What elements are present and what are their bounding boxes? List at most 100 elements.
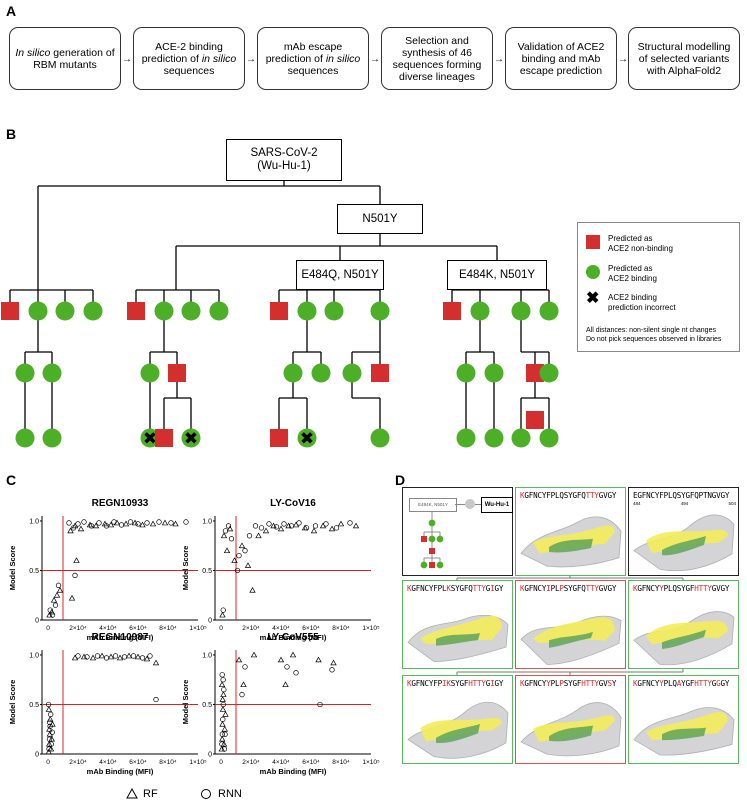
node-binding [297, 301, 317, 321]
rf-point [238, 542, 246, 549]
rf-point [337, 520, 345, 527]
rf-point [315, 656, 322, 663]
rf-point [262, 527, 270, 534]
rf-point [235, 656, 243, 663]
cross-icon: ✖ [143, 429, 157, 449]
y-tick-label: 0.5 [202, 568, 212, 575]
rf-point [48, 735, 55, 742]
rnn-point [47, 607, 53, 613]
node-binding [140, 363, 160, 383]
chart-title: REGN10933 [91, 498, 149, 509]
node-binding [456, 428, 476, 448]
rf-point [139, 521, 146, 528]
node-nonbinding [526, 364, 544, 382]
protein-structure-image [407, 701, 509, 759]
rf-point [77, 525, 85, 532]
rnn-point [288, 523, 295, 529]
node-binding [283, 363, 303, 383]
rf-point [67, 527, 74, 534]
legend-green-circle [586, 265, 600, 279]
rnn-point [329, 667, 335, 673]
y-tick-label: 0.5 [29, 568, 39, 575]
rf-point [219, 720, 226, 727]
rf-point [218, 745, 225, 752]
tree-root-node: SARS-CoV-2 (Wu-Hu-1) [226, 139, 342, 181]
legend-red-square [586, 235, 600, 249]
rnn-point [221, 746, 228, 752]
workflow-arrow-icon: → [122, 54, 132, 65]
rnn-point [236, 552, 242, 559]
rf-point [122, 520, 130, 527]
node-incorrect [181, 428, 201, 448]
rnn-point [242, 548, 248, 554]
node-binding [484, 363, 504, 383]
sequence-label: KGFNCYFPLKSYGFQTTYGIGY [407, 584, 504, 593]
rf-point [53, 591, 61, 598]
rf-point [219, 611, 226, 618]
rnn-point [221, 686, 227, 693]
inset-lineage-box: E484K, N501Y [409, 498, 457, 512]
node-binding [539, 301, 559, 321]
tree-root-line1: SARS-CoV-2 [250, 147, 318, 159]
axes [41, 516, 198, 621]
rnn-circle-icon [201, 789, 211, 799]
node-binding [42, 363, 62, 383]
protein-structure-image [633, 514, 735, 572]
rf-point [107, 521, 115, 528]
y-tick-label: 0.5 [29, 702, 39, 709]
panel-label-b: B [6, 126, 17, 142]
x-tick-label: 6×10⁴ [129, 625, 147, 632]
rf-point [113, 519, 121, 526]
x-tick-label: 6×10⁴ [302, 759, 320, 766]
node-binding [370, 428, 390, 448]
rnn-point [266, 521, 272, 527]
rnn-point [219, 741, 225, 747]
y-tick-label: 0 [208, 752, 212, 759]
rnn-point [168, 520, 174, 526]
x-tick-label: 2×10⁴ [69, 625, 87, 632]
axes [41, 650, 198, 755]
rf-point [152, 659, 160, 666]
protein-structure-image [407, 614, 509, 663]
rnn-point [46, 746, 52, 752]
x-tick-label: 0 [46, 625, 50, 632]
rnn-point [48, 711, 54, 718]
rnn-point [281, 521, 287, 527]
node-incorrect [140, 428, 160, 448]
rf-point [282, 681, 289, 688]
rf-point [45, 748, 52, 755]
node-nonbinding [270, 429, 288, 447]
rnn-point [222, 528, 229, 534]
rnn-point [49, 612, 56, 618]
node-nonbinding [168, 364, 186, 382]
rf-point [149, 520, 157, 527]
sequence-label: KGFNCYYPLPSYGFHTTYGVSY [520, 679, 617, 688]
cross-icon: ✖ [184, 429, 198, 449]
node-binding [539, 363, 559, 383]
rnn-point [75, 521, 81, 527]
rnn-point [153, 696, 159, 703]
sequence-label: KGFNCYFPLQSYGFQTTYGVGY [520, 491, 617, 500]
rnn-point [118, 522, 125, 528]
protein-structure-image [633, 707, 735, 756]
panel-label-a: A [6, 3, 17, 19]
rnn-point [75, 653, 81, 659]
rf-point [131, 519, 139, 526]
node-nonbinding [1, 302, 19, 320]
rf-point [47, 716, 54, 722]
rf-point [161, 519, 169, 526]
workflow-step-6: Structural modelling of selected variant… [628, 27, 740, 90]
rnn-point [103, 523, 110, 529]
rnn-point [220, 607, 226, 613]
rnn-point [317, 701, 323, 708]
variant-structure: KGFNCYFPIKSYGFHTTYGIGY [402, 675, 513, 764]
y-tick-label: 0 [35, 752, 39, 759]
rnn-point [242, 664, 248, 670]
rf-point [50, 596, 58, 603]
